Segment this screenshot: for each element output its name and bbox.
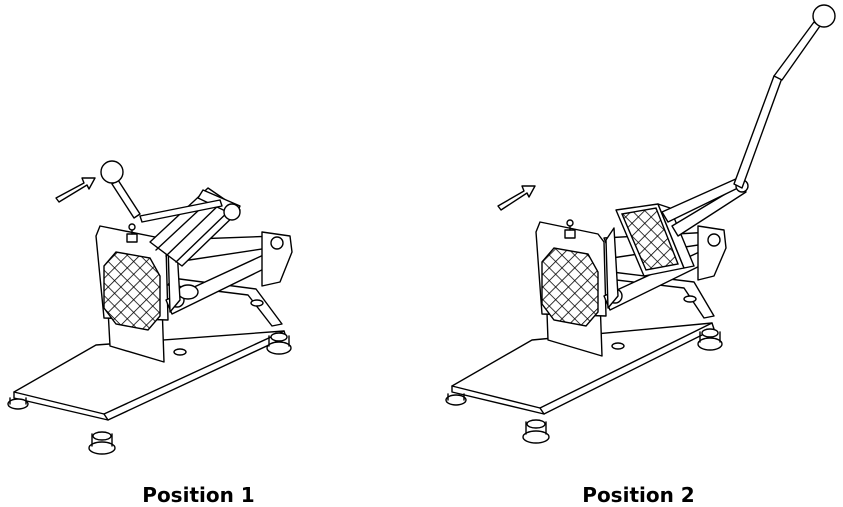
handle-lever bbox=[661, 4, 836, 237]
position-2-drawing bbox=[422, 0, 843, 507]
base-plate bbox=[13, 277, 287, 421]
handle-lever bbox=[100, 160, 241, 267]
caption-position-2: Position 2 bbox=[582, 483, 695, 507]
feet bbox=[7, 299, 292, 455]
push-arrow-icon bbox=[55, 177, 96, 203]
position-1-drawing bbox=[0, 0, 421, 507]
blade-frame bbox=[95, 223, 169, 363]
fry-cutter-position-1-illustration bbox=[7, 160, 293, 455]
feet bbox=[445, 295, 723, 444]
blade-frame bbox=[535, 219, 607, 357]
caption-position-1: Position 1 bbox=[142, 483, 255, 507]
fry-cutter-position-2-illustration bbox=[445, 4, 836, 444]
push-arrow-icon bbox=[497, 185, 536, 211]
